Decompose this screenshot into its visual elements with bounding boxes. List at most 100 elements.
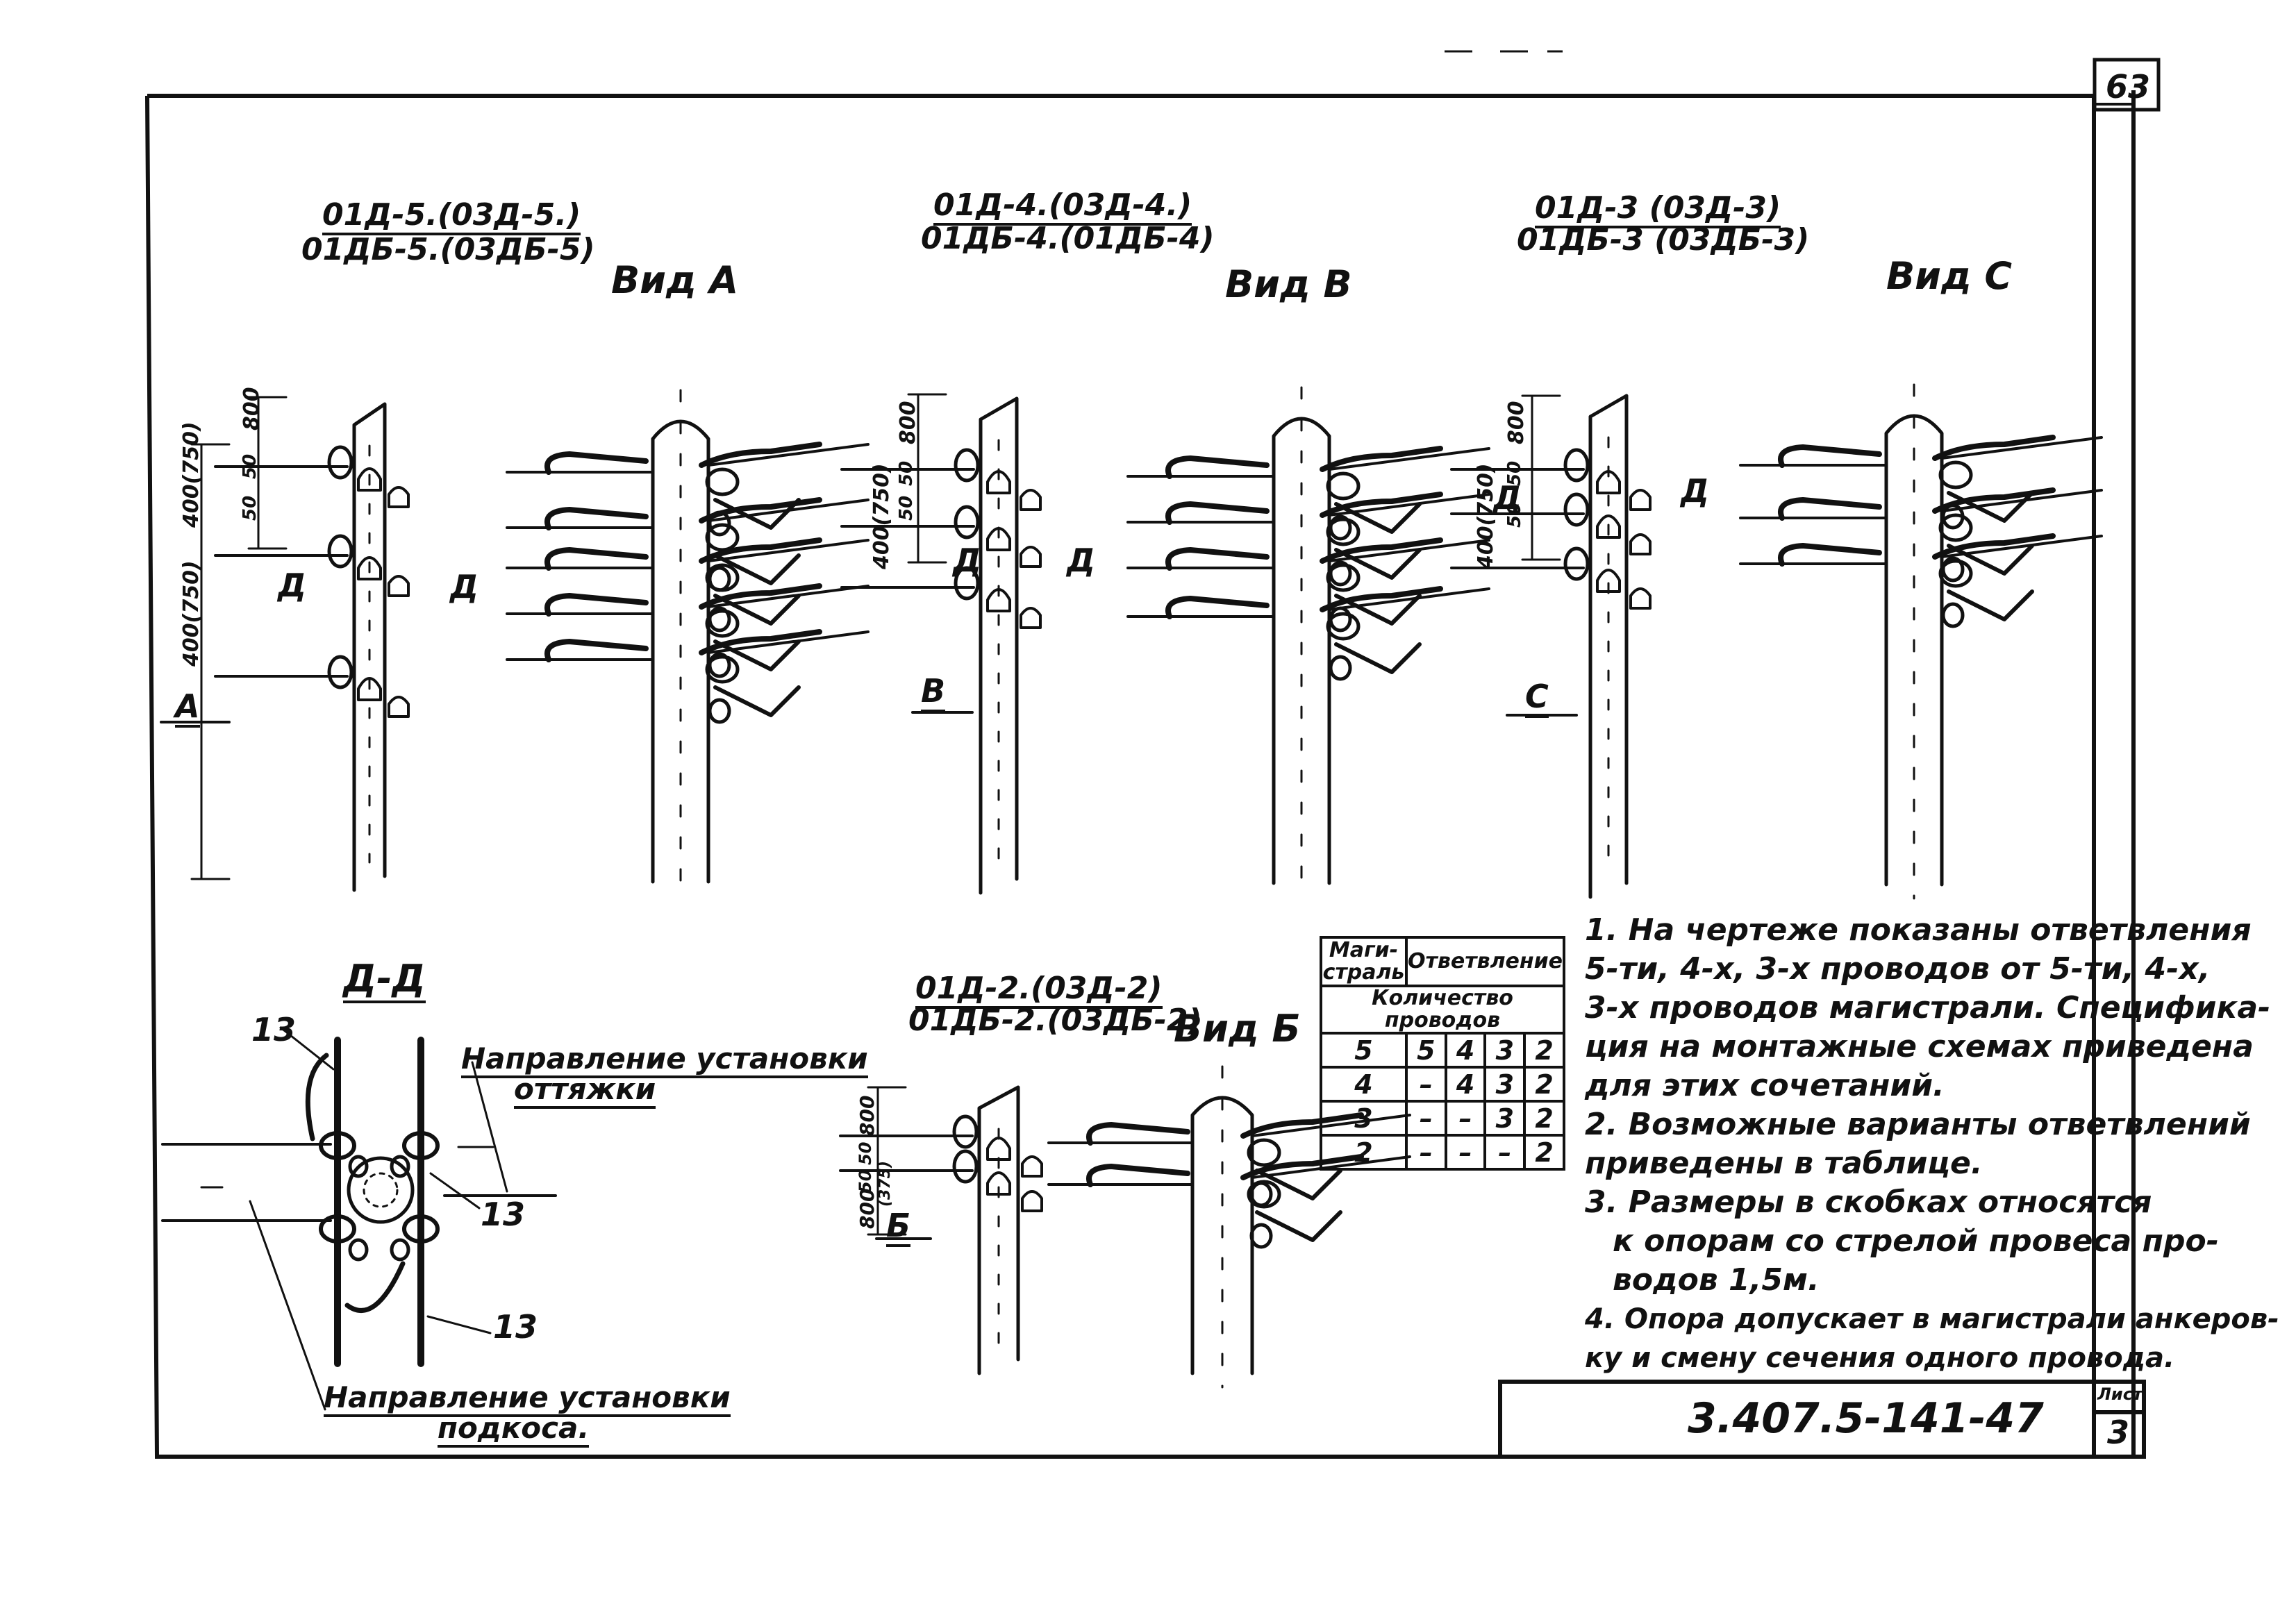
insulator	[1021, 1155, 1043, 1178]
insulator	[1596, 470, 1621, 494]
note-line: водов 1,5м.	[1613, 1262, 1820, 1298]
sheet-value: 3	[2107, 1414, 2130, 1451]
wire	[1940, 489, 2103, 512]
insulator	[1629, 489, 1652, 511]
bracket	[544, 507, 649, 530]
insulator-clamp	[319, 1131, 356, 1160]
table-cell: –	[1444, 1100, 1487, 1137]
pole-front-view	[1739, 383, 2103, 900]
section-mark: Д	[953, 542, 981, 579]
insulator	[1329, 655, 1352, 681]
wire	[1328, 539, 1490, 562]
insulator	[1329, 560, 1352, 587]
pole-front-view	[1126, 386, 1490, 898]
insulator	[357, 677, 382, 701]
table-cell: 2	[1523, 1066, 1565, 1103]
guy-direction-label: Направление установки	[461, 1041, 868, 1078]
bracket	[1165, 547, 1270, 571]
view-bb-label: Вид Б	[1174, 1007, 1301, 1050]
table-cell: 2	[1320, 1134, 1408, 1171]
view-c-label: Вид С	[1886, 254, 2013, 298]
wire	[707, 443, 870, 467]
insulator-clamp	[402, 1131, 440, 1160]
bracket	[1320, 586, 1443, 612]
table-header-main: Маги-страль	[1320, 936, 1408, 987]
section-mark: Д	[1067, 542, 1095, 579]
table-cell: –	[1483, 1134, 1526, 1171]
wire	[1940, 436, 2103, 460]
section-mark: Д	[1681, 472, 1709, 510]
pole-front-view	[506, 389, 870, 897]
insulator	[1563, 492, 1590, 527]
wire	[707, 499, 870, 522]
insulator	[1563, 448, 1590, 483]
pole-side-view	[839, 1085, 1043, 1375]
bracket	[544, 593, 649, 617]
insulator	[986, 527, 1011, 551]
dim-50: 50	[896, 495, 917, 521]
loop	[348, 1155, 369, 1178]
table-cell: –	[1404, 1134, 1447, 1171]
bracket	[1086, 1122, 1190, 1146]
wire	[1328, 447, 1490, 471]
wire	[707, 539, 870, 562]
bracket	[1778, 497, 1882, 521]
insulator	[1020, 546, 1042, 568]
insulator	[708, 606, 731, 633]
pole-side-view	[214, 402, 410, 892]
pole-side-view	[1450, 394, 1652, 899]
insulator	[1596, 569, 1621, 593]
table-cell: 2	[1523, 1134, 1565, 1171]
dim-800: 800	[856, 1188, 879, 1229]
insulator	[1938, 460, 1973, 489]
note-line: ция на монтажные схемах приведена	[1585, 1029, 2254, 1064]
brace	[1947, 544, 2034, 576]
table-row: 2 – – – 2	[1320, 1134, 1565, 1171]
section-mark: Д	[278, 567, 306, 604]
view-c-title-bottom: 01ДБ-3 (03ДБ-3)	[1517, 222, 1810, 258]
insulator	[1020, 489, 1042, 511]
brace	[713, 639, 801, 671]
note-line: приведены в таблице.	[1585, 1146, 1983, 1181]
table-cell: –	[1444, 1134, 1487, 1171]
insulator	[954, 566, 980, 601]
dim-400-750: 400(750)	[870, 463, 894, 569]
bracket	[699, 537, 822, 564]
insulator	[705, 467, 740, 496]
table-cell: 3	[1483, 1066, 1526, 1103]
insulator	[986, 470, 1011, 494]
insulator	[708, 698, 731, 724]
guy-direction-label: оттяжки	[514, 1072, 656, 1109]
bracket	[1932, 487, 2056, 514]
notes-block: 1. На чертеже показаны ответвления 5-ти,…	[1585, 911, 2279, 1378]
bracket	[1320, 492, 1443, 518]
wire	[1328, 587, 1490, 611]
wire	[1328, 493, 1490, 517]
insulator	[954, 448, 980, 483]
sheet-label: Лист	[2097, 1384, 2143, 1404]
brace	[1334, 548, 1422, 580]
insulator-clamp	[319, 1214, 356, 1244]
insulator	[1021, 1190, 1043, 1212]
view-bb-title-top: 01Д-2.(03Д-2)	[915, 971, 1163, 1009]
leader-line	[429, 1172, 481, 1209]
dim-50: 50	[896, 460, 917, 486]
insulator-clamp	[402, 1214, 440, 1244]
dim-400-750: 400(750)	[179, 560, 203, 667]
leader-line	[471, 1061, 508, 1193]
brace	[713, 553, 801, 585]
note-line: 1. На чертеже показаны ответвления	[1585, 912, 2252, 948]
insulator	[1247, 1180, 1281, 1209]
table-cell: 5	[1320, 1032, 1408, 1069]
brace	[1334, 502, 1422, 534]
insulator	[327, 655, 353, 689]
pole-core	[363, 1172, 399, 1208]
table-cell: 3	[1483, 1100, 1526, 1137]
bracket	[544, 547, 649, 571]
note-line: 5-ти, 4-х, 3-х проводов от 5-ти, 4-х,	[1585, 951, 2211, 987]
wire	[707, 630, 870, 654]
bracket	[1320, 446, 1443, 472]
insulator	[986, 1171, 1011, 1196]
insulator	[705, 563, 740, 592]
